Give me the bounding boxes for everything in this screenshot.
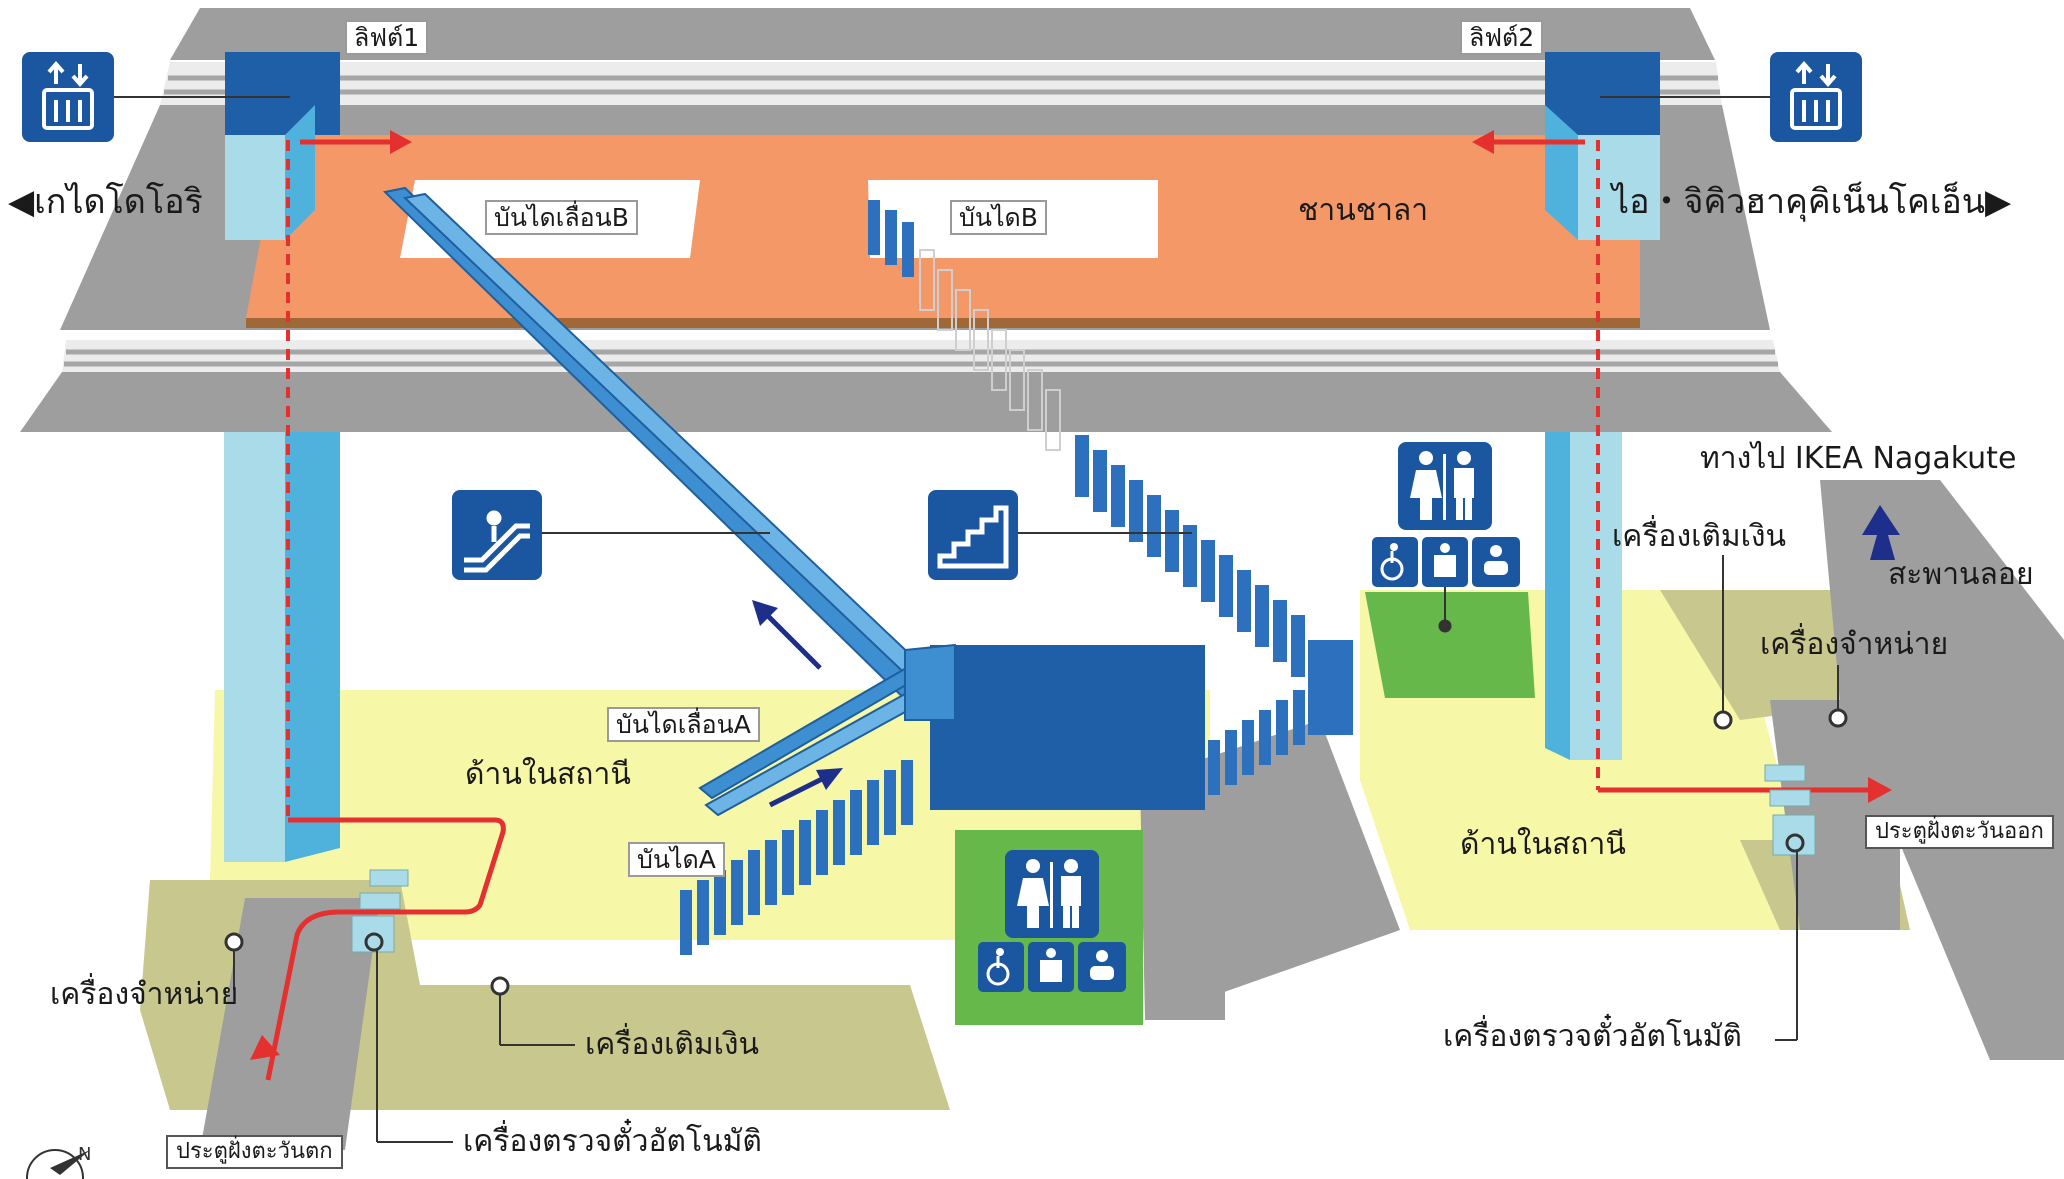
- skybridge-arrow: [1862, 505, 1900, 560]
- stairs-b-label: บันไดB: [950, 200, 1047, 235]
- elevator-2-label: ลิฟต์2: [1460, 20, 1544, 55]
- upper-rails: [160, 62, 1722, 105]
- restroom-icon: [1398, 442, 1492, 530]
- direction-arrows: [752, 600, 843, 808]
- compass-icon: N: [26, 1144, 91, 1179]
- skybridge-label: สะพานลอย: [1888, 557, 2034, 592]
- escalator-a: [698, 643, 956, 817]
- platform-label: ชานชาลา: [1298, 193, 1429, 228]
- to-ikea-label: ทางไป IKEA Nagakute: [1700, 441, 2017, 476]
- upper-track-far: [170, 8, 1715, 60]
- west-gate-label: ประตูฝั่งตะวันตก: [166, 1135, 343, 1169]
- restroom-icon: [1005, 850, 1099, 938]
- concourse-left-top: [300, 690, 880, 705]
- inside-station-right: ด้านในสถานี: [1460, 827, 1626, 862]
- entry-route: [265, 787, 1885, 1081]
- stairs-icon: [928, 490, 1018, 580]
- escalator-icon: [452, 490, 542, 580]
- stairs-a: [680, 760, 913, 955]
- ticket-machine-right-label: เครื่องจำหน่าย: [1760, 627, 1949, 662]
- restroom-floor-upper: [1365, 592, 1535, 698]
- elevator-route: [286, 140, 1600, 820]
- svg-text:N: N: [78, 1144, 91, 1165]
- inside-station-left: ด้านในสถานี: [465, 757, 631, 792]
- road-right-mid: [1770, 700, 1900, 930]
- lower-rails: [62, 340, 1780, 372]
- restroom-icon: [1372, 537, 1520, 587]
- stairs-a-label: บันไดA: [628, 842, 725, 877]
- elevator-1-shaft: [224, 52, 340, 862]
- elevator-icon: [1770, 52, 1862, 142]
- road-left: [200, 898, 380, 1150]
- elevator-1-label: ลิฟต์1: [345, 20, 429, 55]
- lower-track: [20, 372, 1832, 432]
- restroom-icon: [978, 942, 1126, 992]
- ticket-machine-left-label: เครื่องจำหน่าย: [50, 977, 239, 1012]
- road-lower-center: [1145, 830, 1225, 1020]
- elevator-2-shaft: [1545, 52, 1660, 760]
- escalator-a-label: บันไดเลื่อนA: [607, 707, 760, 742]
- recharge-left-label: เครื่องเติมเงิน: [585, 1027, 760, 1062]
- platform-edge: [246, 318, 1640, 328]
- recharge-right-label: เครื่องเติมเงิน: [1612, 519, 1787, 554]
- central-landing: [930, 645, 1205, 810]
- east-gate-label: ประตูฝั่งตะวันออก: [1865, 815, 2054, 849]
- lower-right-stairs: [1208, 680, 1322, 795]
- stairs-b: [868, 200, 1353, 735]
- auto-gate-right-label: เครื่องตรวจตั๋วอัตโนมัติ: [1443, 1019, 1742, 1054]
- road-right: [1820, 480, 2064, 1060]
- ticket-gates-left: [351, 869, 409, 953]
- auto-gate-left-label: เครื่องตรวจตั๋วอัตโนมัติ: [463, 1124, 762, 1159]
- escalator-b-label: บันไดเลื่อนB: [485, 200, 638, 235]
- direction-left: ◀เกไดโดโอริ: [8, 182, 203, 222]
- ticket-gates-right: [1764, 764, 1816, 856]
- direction-right: ไอ・จิคิวฮาคุคิเน็นโคเอ็น▶: [1612, 182, 2012, 222]
- elevator-icon: [22, 52, 114, 142]
